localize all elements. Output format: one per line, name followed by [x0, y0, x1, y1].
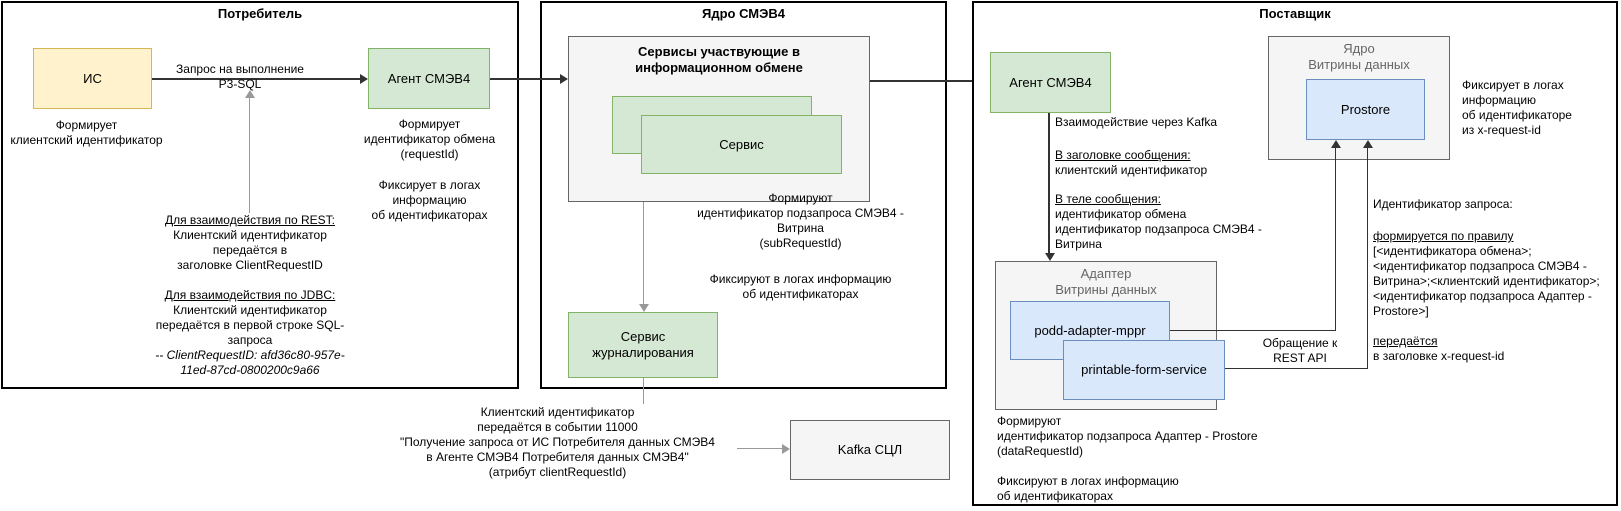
vitrina-adapter-title: Адаптер Витрины данных [1055, 266, 1157, 297]
printable-form-service-node: printable-form-service [1063, 340, 1225, 400]
adapter-note-logs: Фиксируют в логах информацию об идентифи… [997, 474, 1179, 503]
rule-heading: формируется по правилу [1373, 229, 1514, 243]
edge-logging-to-event-note [643, 378, 644, 404]
rule-body: [<идентификатора обмена>; <идентификатор… [1373, 244, 1600, 318]
msg-header-body: клиентский идентификатор [1055, 163, 1208, 177]
edge-is-to-agent-arrowhead [360, 74, 368, 84]
edge-label-rz-sql: Запрос на выполнение Р3-SQL [176, 62, 304, 91]
edge-podd-to-prostore-arrowhead [1331, 140, 1341, 148]
pass-heading: передаётся [1373, 334, 1438, 348]
edge-podd-to-prostore-v [1335, 147, 1336, 331]
edge-agent-to-services [490, 78, 560, 80]
is-node: ИС [33, 48, 152, 109]
edge-provider-agent-to-adapter [1048, 113, 1050, 253]
kafka-interaction-note: Взаимодействие через Kafka [1055, 115, 1218, 129]
msg-body-heading: В теле сообщения: [1055, 192, 1161, 206]
core-note-logs: Фиксируют в логах информацию об идентифи… [709, 272, 892, 301]
logging-service-node: Сервис журналирования [568, 312, 718, 378]
core-note-subrequest: Формируют идентификатор подзапроса СМЭВ4… [697, 191, 904, 250]
rest-api-edge-label: Обращение к REST API [1262, 336, 1338, 365]
edge-rest-note-arrowhead [245, 90, 255, 98]
pass-body: в заголовке x-request-id [1373, 349, 1505, 363]
edge-event-note-to-kafka-arrowhead [782, 444, 790, 454]
vitrina-core-title: Ядро Витрины данных [1308, 41, 1410, 72]
agent-smev4-provider-node: Агент СМЭВ4 [990, 52, 1111, 113]
edge-services-to-logging [643, 202, 644, 304]
prostore-note: Фиксирует в логах информацию об идентифи… [1462, 78, 1572, 137]
service-node: Сервис [641, 115, 842, 174]
agent-consumer-note-requestid: Формирует идентификатор обмена (requestI… [363, 117, 496, 161]
edge-agent-to-services-arrowhead [560, 74, 568, 84]
msg-header-heading: В заголовке сообщения: [1055, 148, 1191, 162]
consumer-lane-title: Потребитель [217, 6, 303, 21]
agent-smev4-consumer-node: Агент СМЭВ4 [368, 48, 490, 109]
edge-services-to-provider-agent [870, 80, 982, 82]
jdbc-note-comment: -- ClientRequestID: afd36c80-957e- 11ed-… [155, 348, 345, 377]
request-id-heading: Идентификатор запроса: [1373, 197, 1513, 211]
edge-provider-agent-to-adapter-arrowhead [1045, 253, 1055, 261]
edge-printable-to-prostore-v [1367, 147, 1368, 369]
is-note: Формирует клиентский идентификатор [10, 118, 163, 147]
edge-event-note-to-kafka [737, 448, 782, 449]
edge-printable-to-prostore-h [1225, 368, 1368, 369]
edge-is-to-agent [152, 78, 360, 80]
core-lane-title: Ядро СМЭВ4 [701, 6, 785, 21]
edge-printable-to-prostore-arrowhead [1363, 140, 1373, 148]
edge-services-to-logging-arrowhead [639, 304, 649, 312]
rest-note-heading: Для взаимодействия по REST: [164, 213, 336, 227]
agent-consumer-note-logs: Фиксирует в логах информацию об идентифи… [371, 178, 488, 222]
adapter-note-datarequestid: Формируют идентификатор подзапроса Адапт… [997, 414, 1258, 458]
prostore-node: Prostore [1306, 79, 1425, 140]
event-note: Клиентский идентификатор передаётся в со… [400, 405, 715, 479]
rest-note-body: Клиентский идентификатор передаётся в за… [173, 228, 327, 272]
edge-podd-to-prostore-h [1170, 330, 1336, 331]
jdbc-note-body: Клиентский идентификатор передаётся в пе… [155, 303, 345, 347]
edge-rest-note-to-label [249, 97, 250, 213]
msg-body-body: идентификатор обмена идентификатор подза… [1055, 207, 1262, 251]
jdbc-note-heading: Для взаимодействия по JDBC: [164, 288, 336, 302]
services-container-title: Сервисы участвующие в информационном обм… [635, 44, 803, 75]
provider-lane-title: Поставщик [1259, 6, 1331, 21]
kafka-scl-node: Kafka СЦЛ [790, 420, 950, 480]
